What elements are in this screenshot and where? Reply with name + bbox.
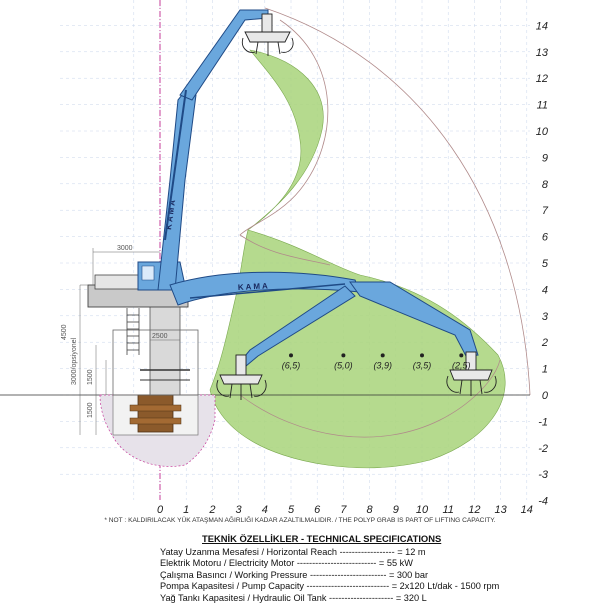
x-tick-label: 1 bbox=[183, 504, 189, 516]
y-tick-label: -3 bbox=[538, 469, 549, 481]
spec-row-motor: Elektrik Motoru / Electricity Motor ----… bbox=[160, 558, 413, 569]
x-tick-label: 3 bbox=[236, 504, 243, 516]
x-tick-label: 6 bbox=[314, 504, 321, 516]
y-tick-label: 9 bbox=[542, 152, 548, 164]
cylinder-extended bbox=[189, 283, 346, 299]
foundation-flange-lower bbox=[129, 417, 182, 425]
capacity-point bbox=[380, 353, 385, 358]
access-ladder bbox=[126, 308, 140, 355]
y-tick-label: 3 bbox=[542, 311, 549, 323]
specs-title: TEKNİK ÖZELLİKLER - TECHNICAL SPECIFICAT… bbox=[202, 533, 442, 544]
outer-reach-arc bbox=[264, 7, 531, 396]
capacity-point bbox=[459, 353, 464, 358]
y-tick-label: 4 bbox=[542, 284, 548, 296]
x-tick-label: 0 bbox=[157, 504, 164, 516]
spec-row-reach: Yatay Uzanma Mesafesi / Horizontal Reach… bbox=[160, 546, 426, 557]
x-tick-label: 14 bbox=[521, 504, 533, 516]
foundation-pile bbox=[137, 394, 174, 433]
cab-window bbox=[141, 265, 155, 281]
y-tick-label: 1 bbox=[542, 364, 548, 376]
capacity-label: (5,0) bbox=[334, 360, 353, 370]
y-tick-label: 13 bbox=[536, 47, 549, 59]
x-tick-label: 5 bbox=[288, 504, 295, 516]
spec-row-tank: Yağ Tankı Kapasitesi / Hydraulic Oil Tan… bbox=[160, 592, 427, 603]
capacity-label: (3,9) bbox=[373, 360, 392, 370]
polyp-grab-near bbox=[216, 354, 267, 400]
pedestal-column bbox=[149, 304, 181, 396]
cylinder-raised bbox=[164, 89, 187, 241]
dim-1500-upper: 1500 bbox=[87, 369, 94, 385]
capacity-label: (3,5) bbox=[413, 360, 432, 370]
y-tick-label: 11 bbox=[537, 100, 548, 112]
x-tick-label: 12 bbox=[468, 504, 480, 516]
spec-row-pump: Pompa Kapasitesi / Pump Capacity -------… bbox=[160, 581, 500, 592]
x-tick-label: 9 bbox=[393, 504, 399, 516]
inner-reach-arc bbox=[239, 19, 331, 266]
x-tick-label: 13 bbox=[494, 504, 507, 516]
capacity-label: (6,5) bbox=[282, 360, 301, 370]
y-tick-label: 0 bbox=[542, 390, 549, 402]
y-tick-label: 14 bbox=[536, 20, 548, 32]
y-tick-label: -4 bbox=[538, 496, 548, 508]
dim-4500: 4500 bbox=[61, 324, 68, 340]
y-tick-label: 8 bbox=[542, 179, 549, 191]
main-boom-raised bbox=[157, 84, 197, 291]
capacity-point bbox=[341, 353, 346, 358]
polyp-grab-far bbox=[446, 351, 497, 396]
dimension-lines bbox=[79, 248, 180, 435]
x-tick-label: 8 bbox=[367, 504, 374, 516]
lower-reach-arc bbox=[239, 359, 501, 438]
x-tick-label: 10 bbox=[416, 504, 429, 516]
pedestal-housing bbox=[112, 329, 199, 396]
boom-brand-extended: KAMA bbox=[238, 281, 270, 292]
y-tick-label: 7 bbox=[542, 205, 549, 217]
technical-specs: TEKNİK ÖZELLİKLER - TECHNICAL SPECIFICAT… bbox=[160, 533, 580, 605]
capacity-label: (2,5) bbox=[452, 360, 471, 370]
x-tick-label: 4 bbox=[262, 504, 268, 516]
y-tick-label: 5 bbox=[542, 258, 549, 270]
dim-2500: 2500 bbox=[152, 333, 168, 340]
y-tick-label: -1 bbox=[538, 416, 548, 428]
capacity-point bbox=[420, 353, 424, 358]
polyp-grab-raised bbox=[241, 13, 294, 56]
y-tick-label: 2 bbox=[541, 337, 548, 349]
x-tick-label: 11 bbox=[442, 504, 453, 516]
y-tick-label: 12 bbox=[536, 73, 548, 85]
spec-row-pressure: Çalışma Basıncı / Working Pressure -----… bbox=[160, 569, 429, 580]
capacity-points: (6,5) (5,0) (3,9) (3,5) (2,5) bbox=[282, 353, 471, 370]
x-tick-label: 2 bbox=[208, 504, 215, 516]
lifting-note: * NOT : KALDIRILACAK YÜK ATAŞMAN AĞIRLIĞ… bbox=[104, 517, 496, 524]
y-tick-label: 6 bbox=[542, 232, 549, 244]
dim-3000-optional: 3000/opsiyonel bbox=[71, 337, 78, 385]
y-tick-label: 10 bbox=[536, 126, 549, 138]
capacity-point bbox=[289, 353, 293, 358]
dim-1500-lower: 1500 bbox=[87, 402, 94, 418]
y-tick-label: -2 bbox=[538, 443, 548, 455]
dim-3000: 3000 bbox=[117, 245, 133, 252]
x-tick-label: 7 bbox=[340, 504, 347, 516]
foundation-flange bbox=[129, 404, 182, 412]
